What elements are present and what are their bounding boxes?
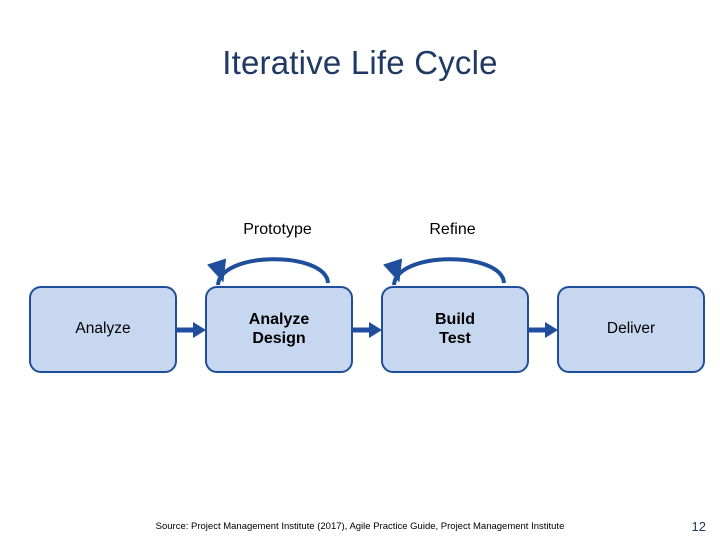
stage-box-analyze-design[interactable]: Analyze Design [205,286,353,373]
stage-box-build-test[interactable]: Build Test [381,286,529,373]
stage-box-analyze-label: Analyze [75,320,131,338]
stage-box-analyze-design-label: Analyze Design [248,310,310,347]
stage-box-analyze[interactable]: Analyze [29,286,177,373]
loop-arrow-prototype [207,257,330,286]
stage-box-deliver[interactable]: Deliver [557,286,705,373]
connector-arrow-3 [529,322,558,338]
stage-box-deliver-label: Deliver [606,320,656,338]
connector-arrow-2 [353,322,382,338]
loop-label-prototype: Prototype [205,221,350,239]
loop-arrow-refine [383,257,506,286]
stage-box-build-test-label: Build Test [435,310,475,347]
page-title: Iterative Life Cycle [222,44,498,81]
loop-label-refine: Refine [380,221,525,239]
page-number: 12 [691,519,706,534]
loop-label-prototype-text: Prototype [243,221,312,238]
connector-arrow-1 [177,322,206,338]
source-note: Source: Project Management Institute (20… [155,521,565,532]
loop-label-refine-text: Refine [429,221,476,238]
